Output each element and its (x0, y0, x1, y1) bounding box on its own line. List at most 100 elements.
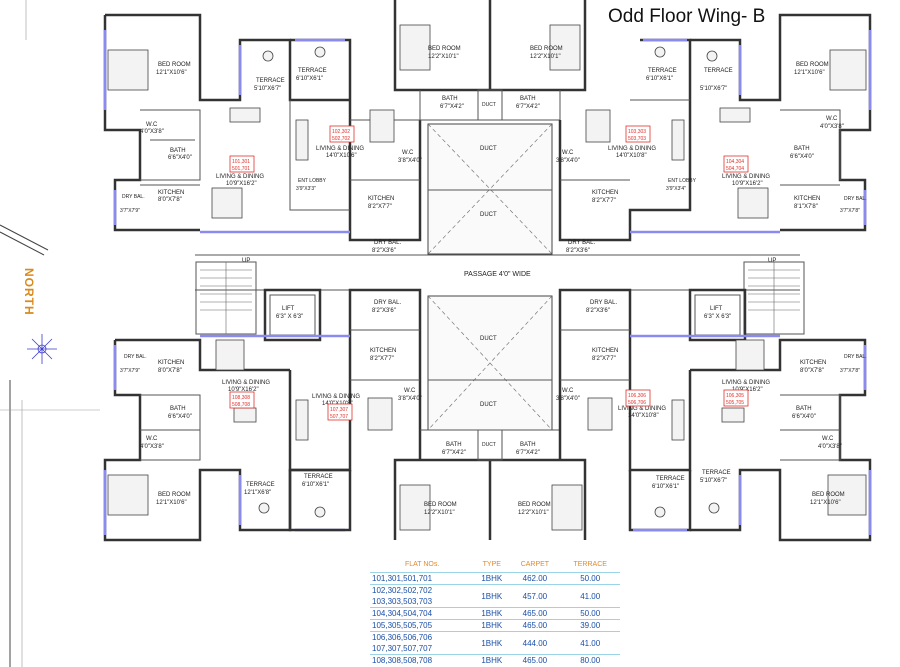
bottom-wing (103, 288, 872, 542)
label-dim: 3'8"X4'0" (556, 158, 580, 164)
table-row: 104,304,504,704 1BHK 465.00 50.00 (370, 607, 620, 620)
table-row: 102,302,502,702 103,303,503,703 1BHK 457… (370, 584, 620, 608)
table-row: 108,308,508,708 1BHK 465.00 80.00 (370, 654, 620, 666)
label-bath: BATH (796, 406, 812, 412)
label-dim: 12'1"X6'8" (244, 490, 271, 496)
label-kitchen: KITCHEN (368, 196, 394, 202)
label-living: LIVING & DINING (608, 146, 656, 152)
label-dim: 8'0"X7'8" (800, 368, 824, 374)
label-dim: 3'9"X3'3" (296, 186, 316, 192)
label-dim: 6'3" X 6'3" (704, 314, 731, 320)
flat-tag: 103,303 (628, 129, 646, 135)
label-wc: W.C (822, 436, 834, 442)
label-living: LIVING & DINING (722, 174, 770, 180)
label-dim: 4'0"X3'8" (818, 444, 842, 450)
label-bath: BATH (520, 442, 536, 448)
terrace-cell: 41.00 (560, 631, 620, 655)
label-dim: 6'3" X 6'3" (276, 314, 303, 320)
label-passage: PASSAGE 4'0" WIDE (464, 271, 531, 278)
label-duct: DUCT (480, 336, 497, 342)
flat-tag: 501,701 (232, 166, 250, 172)
label-duct: DUCT (480, 146, 497, 152)
label-dim: 12'1"X10'6" (794, 70, 825, 76)
label-terrace: TERRACE (304, 474, 333, 480)
flat-tag: 504,704 (726, 166, 744, 172)
plan-title: Odd Floor Wing- B (608, 6, 766, 27)
furniture (107, 24, 867, 531)
flat-tag: 503,703 (628, 136, 646, 142)
top-wing (103, 0, 872, 255)
terrace-cell: 50.00 (560, 607, 620, 620)
flat-numbers: 104,304,504,704 (372, 609, 433, 618)
label-drybal: DRY BAL. (844, 354, 867, 360)
flat-tag: 502,702 (332, 136, 350, 142)
flat-tag: 106,305 (726, 393, 744, 399)
type-cell: 1BHK (474, 584, 510, 608)
label-wc: W.C (562, 388, 574, 394)
label-dim: 3'7"X7'8" (840, 368, 860, 374)
label-dim: 10'9"X16'2" (226, 181, 257, 187)
label-terrace: TERRACE (246, 482, 275, 488)
label-dim: 8'1"X7'8" (794, 204, 818, 210)
label-living: LIVING & DINING (222, 380, 270, 386)
terrace-cell: 50.00 (560, 572, 620, 585)
label-dim: 10'9"X16'2" (732, 181, 763, 187)
label-duct: DUCT (480, 402, 497, 408)
carpet-cell: 444.00 (509, 631, 561, 655)
label-lift: LIFT (710, 306, 723, 312)
type-cell: 1BHK (474, 654, 510, 666)
table-header: TYPE (482, 560, 501, 568)
label-drybal: DRY BAL. (374, 300, 401, 306)
north-label: NORTH (22, 268, 36, 316)
label-kitchen: KITCHEN (158, 360, 184, 366)
flat-tag: 101,301 (232, 159, 250, 165)
terrace-cell: 41.00 (560, 584, 620, 608)
label-drybal: DRY BAL. (124, 354, 147, 360)
label-dim: 6'10"X6'1" (646, 76, 673, 82)
label-dim: 4'0"X3'8" (820, 124, 844, 130)
flat-tag: 106,306 (628, 393, 646, 399)
carpet-cell: 465.00 (509, 607, 561, 620)
label-dim: 6'7"X4'2" (440, 104, 464, 110)
label-dim: 6'6"X4'0" (168, 155, 192, 161)
label-dim: 8'2"X3'6" (372, 248, 396, 254)
compass-icon (27, 334, 57, 364)
label-drybal: DRY BAL. (122, 194, 145, 200)
room-labels: BED ROOM 12'1"X10'6" TERRACE 5'10"X6'7" … (120, 46, 867, 516)
label-dim: 6'7"X4'2" (516, 450, 540, 456)
label-ent-lobby: ENT LOBBY (298, 178, 327, 184)
label-bedroom: BED ROOM (424, 502, 457, 508)
flat-tag: 107,307 (330, 407, 348, 413)
label-dim: 3'9"X3'4" (666, 186, 686, 192)
carpet-cell: 465.00 (509, 654, 561, 666)
flat-numbers: 101,301,501,701 (372, 574, 433, 583)
type-cell: 1BHK (474, 631, 510, 655)
type-cell: 1BHK (474, 572, 510, 585)
label-up: UP (768, 258, 776, 264)
label-dim: 14'0"X10'8" (628, 413, 659, 419)
label-dim: 3'8"X4'0" (398, 396, 422, 402)
label-bath: BATH (794, 146, 810, 152)
label-bath: BATH (442, 96, 458, 102)
label-living: LIVING & DINING (312, 394, 360, 400)
label-terrace: TERRACE (648, 68, 677, 74)
label-dim: 8'2"X7'7" (370, 356, 394, 362)
label-drybal: DRY BAL. (374, 240, 401, 246)
label-dim: 4'0"X3'8" (140, 129, 164, 135)
label-dim: 8'2"X7'7" (592, 198, 616, 204)
table-header: CARPET (520, 560, 550, 568)
site-boundary (0, 0, 100, 667)
flat-numbers: 102,302,502,702 (372, 586, 433, 595)
label-drybal: DRY BAL. (844, 196, 867, 202)
label-bath: BATH (520, 96, 536, 102)
flat-tag: 108,308 (232, 395, 250, 401)
type-cell: 1BHK (474, 619, 510, 632)
label-dim: 8'0"X7'8" (158, 368, 182, 374)
flat-area-table: FLAT NOs. TYPE CARPET TERRACE 101,301,50… (370, 556, 620, 666)
terrace-cell: 39.00 (560, 619, 620, 632)
label-living: LIVING & DINING (216, 174, 264, 180)
label-dim: 6'7"X4'2" (442, 450, 466, 456)
label-kitchen: KITCHEN (800, 360, 826, 366)
label-bedroom: BED ROOM (158, 62, 191, 68)
label-dim: 12'2"X10'1" (424, 510, 455, 516)
